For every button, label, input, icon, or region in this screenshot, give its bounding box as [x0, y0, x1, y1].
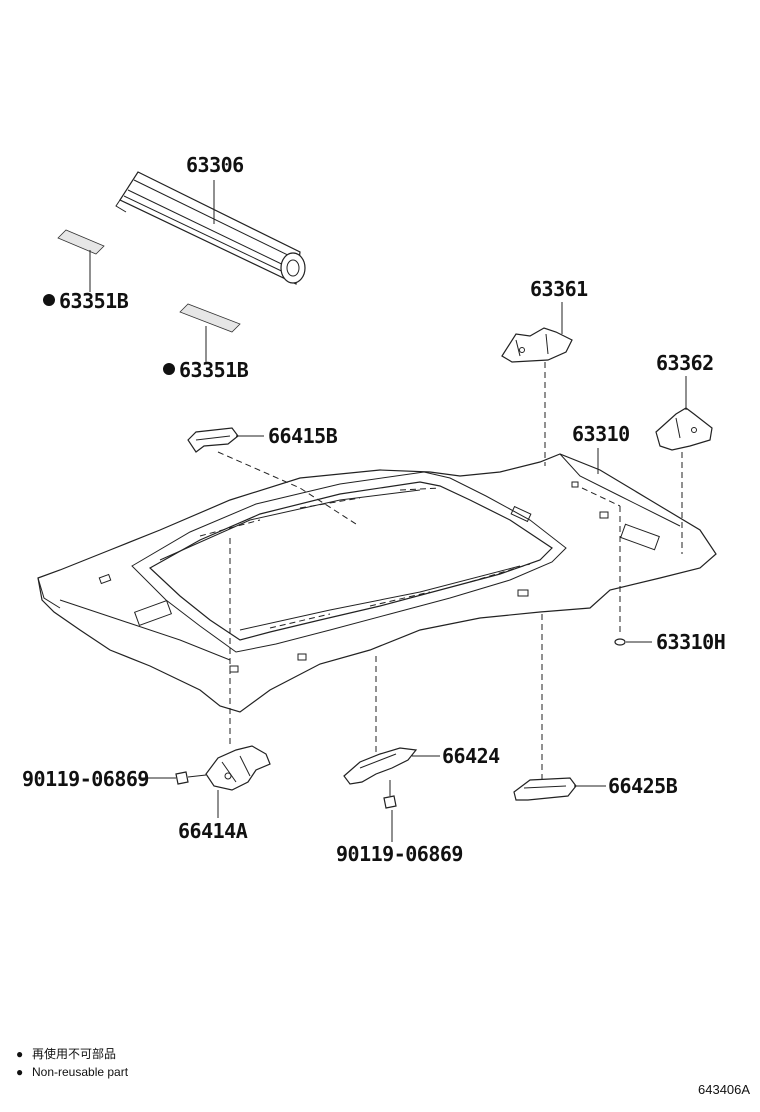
- tape-drawing-b: [179, 303, 241, 333]
- part-label-63310: 63310: [572, 422, 630, 446]
- non-reusable-dot-b: [163, 363, 175, 375]
- bracket-66424-drawing: [343, 747, 418, 785]
- leader-lines: [89, 180, 687, 842]
- part-label-66415b: 66415B: [268, 424, 338, 448]
- part-label-66424: 66424: [442, 744, 500, 768]
- handle-66425b-drawing: [513, 777, 577, 801]
- part-label-63351b-b: 63351B: [179, 358, 249, 382]
- part-label-63361: 63361: [530, 277, 588, 301]
- part-label-90119-a: 90119-06869: [22, 767, 149, 791]
- legend-text-en: Non-reusable part: [32, 1065, 129, 1079]
- legend-marker-en: ●: [16, 1065, 23, 1079]
- headliner-drawing: [37, 453, 717, 713]
- tape-drawing-a: [57, 229, 105, 255]
- non-reusable-dot-a: [43, 294, 55, 306]
- part-label-63351b-a: 63351B: [59, 289, 129, 313]
- part-label-66425b: 66425B: [608, 774, 678, 798]
- bolt-a-drawing: [175, 771, 207, 785]
- part-label-90119-b: 90119-06869: [336, 842, 463, 866]
- clip-63310h-drawing: [614, 638, 626, 646]
- bracket-63362-drawing: [655, 407, 713, 451]
- diagram-id: 643406A: [698, 1082, 750, 1097]
- bracket-63361-drawing: [501, 327, 573, 363]
- clip-66415b-drawing: [187, 427, 239, 453]
- assembly-lines: [217, 362, 683, 780]
- bracket-66414a-drawing: [205, 745, 271, 791]
- part-label-63310h: 63310H: [656, 630, 725, 654]
- part-label-63306: 63306: [186, 153, 244, 177]
- legend-text-cn: 再使用不可部品: [32, 1046, 116, 1061]
- legend-marker-cn: ●: [16, 1047, 23, 1061]
- part-label-66414a: 66414A: [178, 819, 248, 843]
- bolt-b-drawing: [383, 780, 397, 809]
- part-label-63362: 63362: [656, 351, 714, 375]
- legend: ● 再使用不可部品 ● Non-reusable part: [16, 1046, 129, 1079]
- sunshade-roll-drawing: [115, 171, 306, 285]
